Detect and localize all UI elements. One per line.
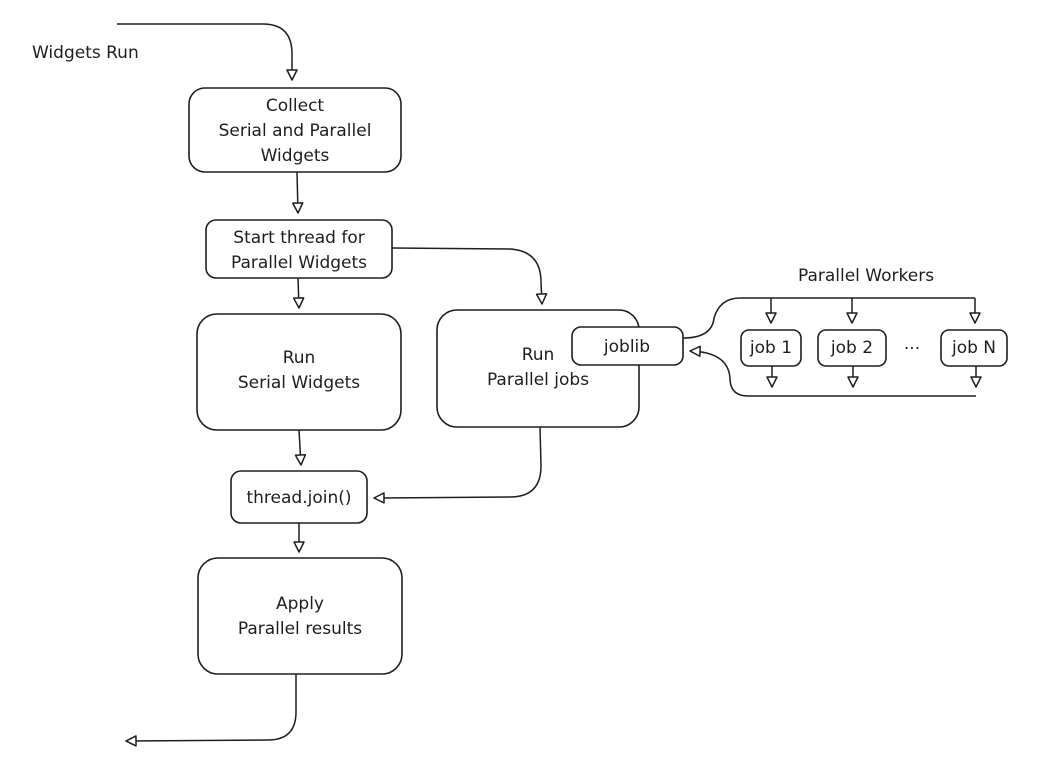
collect-line-1: Collect [266, 96, 325, 116]
collect-line-2: Serial and Parallel [219, 121, 372, 141]
joblib-dispatch-line [682, 297, 975, 339]
start-thread-line-1: Start thread for [233, 228, 364, 248]
collect-box [188, 87, 402, 173]
start-to-serial-arrow [292, 277, 305, 309]
start-to-parallel-arrow [391, 247, 548, 305]
entry-arrow [117, 23, 298, 81]
apply-line-1: Apply [276, 594, 324, 614]
collect-to-start-arrow [292, 171, 304, 214]
thread-join-label: thread.join() [246, 488, 351, 508]
job-2-box [817, 329, 887, 367]
parallel-to-join-arrow [373, 426, 542, 504]
start-thread-line-2: Parallel Widgets [231, 253, 367, 273]
joblib-label: joblib [603, 337, 650, 357]
run-serial-line-1: Run [283, 348, 316, 368]
job-n-box [940, 329, 1008, 367]
workers-label: Parallel Workers [798, 266, 934, 286]
run-parallel-line-2: Parallel jobs [487, 370, 589, 390]
exit-arrow [125, 674, 297, 747]
apply-box [197, 557, 403, 675]
results-collect-line [689, 345, 976, 397]
joblib-box [571, 326, 684, 366]
serial-to-join-arrow [294, 429, 307, 466]
diagram-title: Widgets Run [32, 43, 139, 63]
apply-line-2: Parallel results [238, 619, 362, 639]
job-2-label: job 2 [830, 338, 873, 358]
collect-line-3: Widgets [261, 146, 330, 166]
workers-ellipsis: ... [904, 334, 920, 354]
run-parallel-line-1: Run [522, 345, 555, 365]
job-1-label: job 1 [749, 338, 792, 358]
start-thread-box [205, 219, 393, 279]
run-parallel-box [436, 309, 640, 428]
job-1-box [740, 329, 802, 367]
job-n-label: job N [951, 338, 996, 358]
run-serial-box [196, 313, 402, 431]
run-serial-line-2: Serial Widgets [238, 373, 360, 393]
